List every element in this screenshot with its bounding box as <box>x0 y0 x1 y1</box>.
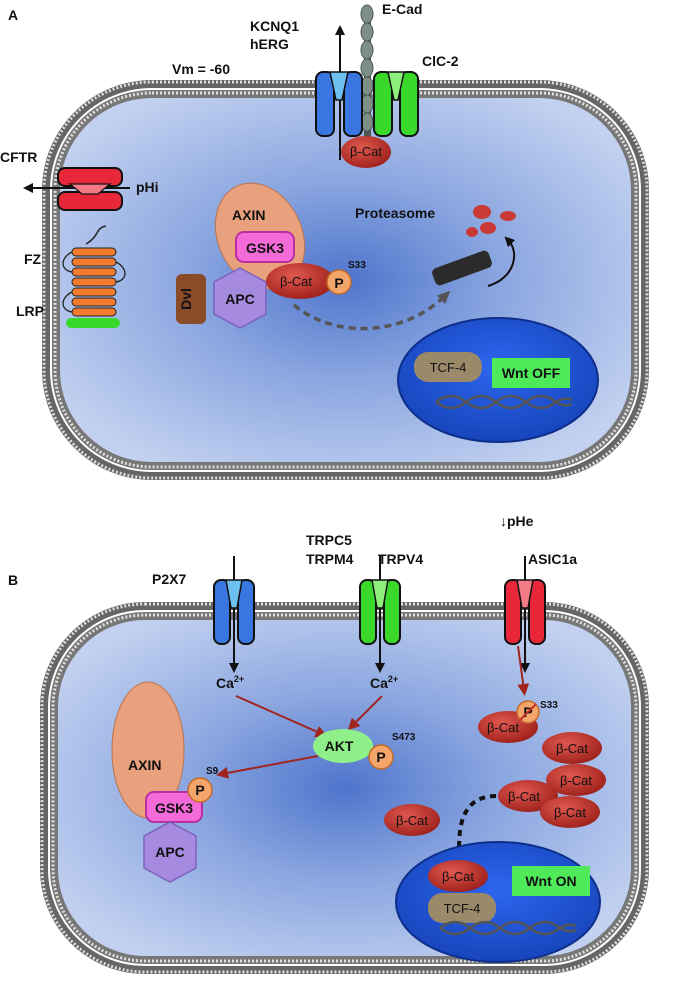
wnt-off-box <box>492 358 570 388</box>
tcf4-a <box>414 352 482 382</box>
complex-beta-catenin-label: β-Cat <box>280 274 312 289</box>
nuclear-translocation-arrow <box>452 794 497 867</box>
wnt-on-box <box>512 866 590 896</box>
e-cad-label: E-Cad <box>382 1 422 17</box>
asic1a-label: ASIC1a <box>528 551 577 567</box>
phospho-label-akt: P <box>376 749 385 765</box>
s473-label: S473 <box>392 732 416 743</box>
cluster-beta-catenin-label-1: β-Cat <box>556 741 588 756</box>
kcnq1-channel <box>315 71 363 137</box>
free-beta-catenin-label: β-Cat <box>396 813 428 828</box>
gsk3-label: GSK3 <box>246 240 284 256</box>
apc-label-b: APC <box>155 844 185 860</box>
vm-label: Vm = -60 <box>172 61 230 77</box>
proteasome-barrel <box>432 250 492 286</box>
free-beta-catenin <box>384 804 440 836</box>
dvl-protein <box>176 274 206 324</box>
degraded-fragments <box>466 205 516 237</box>
panel-b-letter: B <box>8 572 18 588</box>
dna-helix-a <box>435 394 573 410</box>
tcf4-b <box>428 893 496 923</box>
complex-beta-catenin <box>266 263 334 299</box>
lrp-coreceptor <box>66 318 120 328</box>
membrane-beta-catenin <box>341 136 391 168</box>
lrp-label: LRP <box>16 303 44 319</box>
degradation-arrow <box>487 236 516 287</box>
phospho-label-gsk3: P <box>195 782 204 798</box>
asic1a-channel <box>504 579 546 645</box>
cftr-label: CFTR <box>0 149 37 165</box>
akt-label: AKT <box>325 738 354 754</box>
trpm4-label: TRPM4 <box>306 551 354 567</box>
ca-to-akt-arrow-1 <box>235 695 328 738</box>
cluster-beta-catenin-3 <box>498 780 558 812</box>
akt-to-gsk3-arrow <box>216 755 319 779</box>
clc2-channel <box>373 71 419 137</box>
apc-label: APC <box>225 291 255 307</box>
gsk3-kinase-b <box>145 791 203 823</box>
axin-label-b: AXIN <box>128 757 161 773</box>
s33-label-a: S33 <box>348 260 366 271</box>
cluster-beta-catenin-label-4: β-Cat <box>554 805 586 820</box>
nuclear-beta-catenin-label: β-Cat <box>442 869 474 884</box>
ca-to-akt-arrow-2 <box>347 695 383 731</box>
phi-label: pHi <box>136 179 159 195</box>
gsk3-label-b: GSK3 <box>155 800 193 816</box>
apc-protein-b <box>143 821 197 883</box>
phe-label: ↓pHe <box>500 513 534 529</box>
s33-label-b: S33 <box>540 700 558 711</box>
phospho-label-a: P <box>334 275 343 291</box>
herg-label: hERG <box>250 36 289 52</box>
unphosphorylated-beta-catenin-label: β-Cat <box>487 720 519 735</box>
clc2-label: ClC-2 <box>422 53 459 69</box>
kcnq1-label: KCNQ1 <box>250 18 299 34</box>
cluster-beta-catenin-label-2: β-Cat <box>560 773 592 788</box>
cluster-beta-catenin-2 <box>546 764 606 796</box>
cftr-channel <box>57 167 123 211</box>
s9-label: S9 <box>206 766 219 777</box>
wnt-off-label: Wnt OFF <box>502 365 561 381</box>
cluster-beta-catenin-4 <box>540 796 600 828</box>
akt-kinase <box>313 729 373 763</box>
asic1a-to-bcat-arrow <box>517 645 530 696</box>
frizzled-receptor <box>62 225 126 317</box>
nuclear-beta-catenin <box>428 860 488 892</box>
trpv4-channel <box>359 579 401 645</box>
tcf4-label-b: TCF-4 <box>444 901 481 916</box>
dna-helix-b <box>439 920 577 936</box>
calcium-label-2: Ca2+ <box>370 674 398 691</box>
tcf4-label-a: TCF-4 <box>430 360 467 375</box>
p2x7-label: P2X7 <box>152 571 186 587</box>
blocked-phospho-cross <box>519 703 537 721</box>
degradation-path-arrow <box>292 290 451 331</box>
p2x7-channel <box>213 579 255 645</box>
apc-protein <box>213 267 267 329</box>
phospho-s9 <box>187 777 213 803</box>
gsk3-kinase <box>235 231 295 263</box>
cluster-beta-catenin-label-3: β-Cat <box>508 789 540 804</box>
panel-a-letter: A <box>8 7 18 23</box>
calcium-label-1: Ca2+ <box>216 674 244 691</box>
e-cadherin <box>360 4 374 150</box>
fz-label: FZ <box>24 251 42 267</box>
cluster-beta-catenin-1 <box>542 732 602 764</box>
membrane-beta-catenin-label: β-Cat <box>350 144 382 159</box>
phospho-s473 <box>368 744 394 770</box>
trpv4-label: TRPV4 <box>378 551 423 567</box>
proteasome-label: Proteasome <box>355 205 435 221</box>
phospho-s33-a <box>326 269 352 295</box>
dvl-label: Dvl <box>178 288 194 310</box>
axin-label: AXIN <box>232 207 265 223</box>
wnt-on-label: Wnt ON <box>525 873 576 889</box>
trpc5-label: TRPC5 <box>306 532 352 548</box>
nucleus-b <box>395 841 601 963</box>
